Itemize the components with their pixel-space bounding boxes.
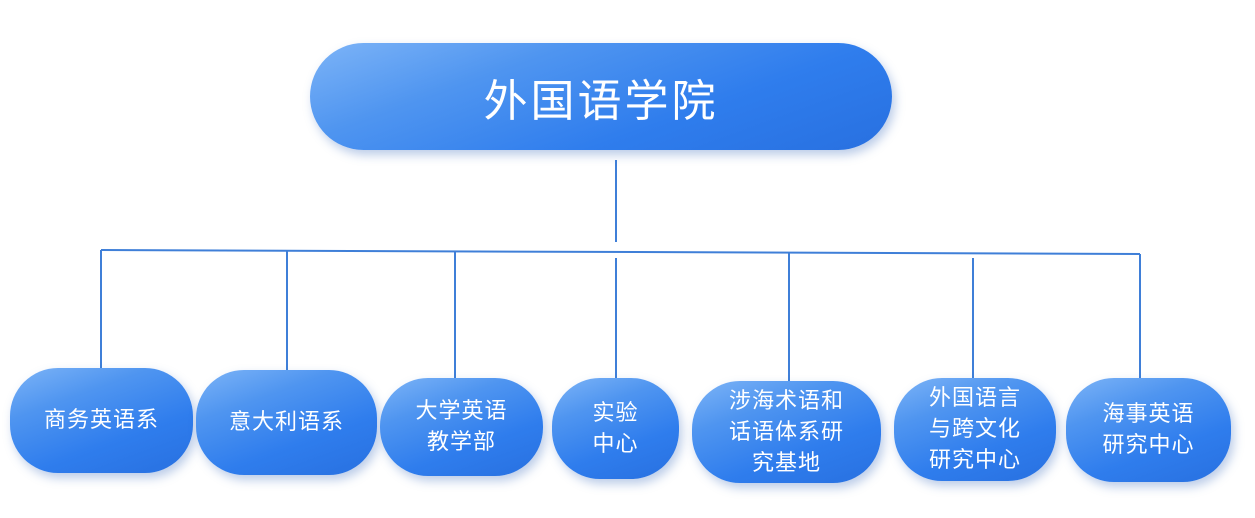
- child-node-label: 大学英语 教学部: [415, 399, 508, 455]
- child-node-label: 涉海术语和 话语体系研 究基地: [728, 388, 844, 476]
- root-node: 外国语学院: [310, 43, 892, 150]
- child-node-label: 商务英语系: [43, 408, 159, 433]
- horizontal-bus-line: [100, 249, 1141, 255]
- child-node-label: 海事英语 研究中心: [1102, 402, 1195, 458]
- child-node-italian: 意大利语系: [196, 370, 377, 475]
- child-node-label: 意大利语系: [228, 410, 344, 435]
- child-node-lab-center: 实验 中心: [552, 378, 679, 479]
- child-node-label: 实验 中心: [592, 400, 639, 457]
- child-node-business-english: 商务英语系: [10, 368, 193, 473]
- child-node-college-english: 大学英语 教学部: [380, 378, 543, 476]
- root-node-label: 外国语学院: [483, 75, 719, 127]
- child-node-cross-cultural-research: 外国语言 与跨文化 研究中心: [894, 378, 1056, 481]
- child-node-label: 外国语言 与跨文化 研究中心: [928, 386, 1021, 473]
- child-node-maritime-terminology-base: 涉海术语和 话语体系研 究基地: [692, 381, 881, 483]
- child-node-maritime-english-research: 海事英语 研究中心: [1066, 378, 1231, 482]
